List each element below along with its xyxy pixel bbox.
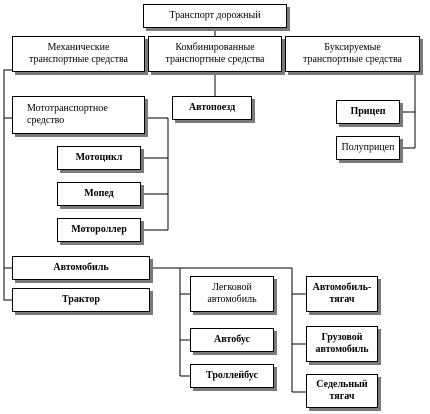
semi-tractor-node: Седельный тягач: [306, 374, 378, 408]
passenger-car-node: Легковой автомобиль: [190, 276, 274, 312]
root-node: Транспорт дорожный: [143, 4, 287, 28]
category-combined: Комбинированные транспортные средства: [148, 36, 282, 72]
car-node: Автомобиль: [12, 256, 150, 280]
bus-node: Автобус: [190, 328, 274, 352]
trailer-node: Прицеп: [336, 100, 400, 124]
scooter-node: Мотороллер: [57, 218, 141, 242]
motor-vehicle-node: Мототранспортное средство: [12, 96, 145, 134]
tractor-node: Трактор: [12, 288, 150, 312]
truck-node: Грузовой автомобиль: [306, 326, 378, 362]
category-towed: Буксируемые транспортные средства: [285, 36, 420, 72]
semitrailer-node: Полуприцеп: [336, 136, 400, 160]
category-mechanical: Механические транспортные средства: [12, 36, 145, 72]
trolleybus-node: Троллейбус: [190, 364, 274, 388]
moped-node: Мопед: [57, 182, 141, 206]
tractor-unit-node: Автомобиль- тягач: [306, 276, 378, 312]
motorhome-node: Автопоезд: [172, 96, 252, 120]
motorcycle-node: Мотоцикл: [57, 146, 141, 170]
